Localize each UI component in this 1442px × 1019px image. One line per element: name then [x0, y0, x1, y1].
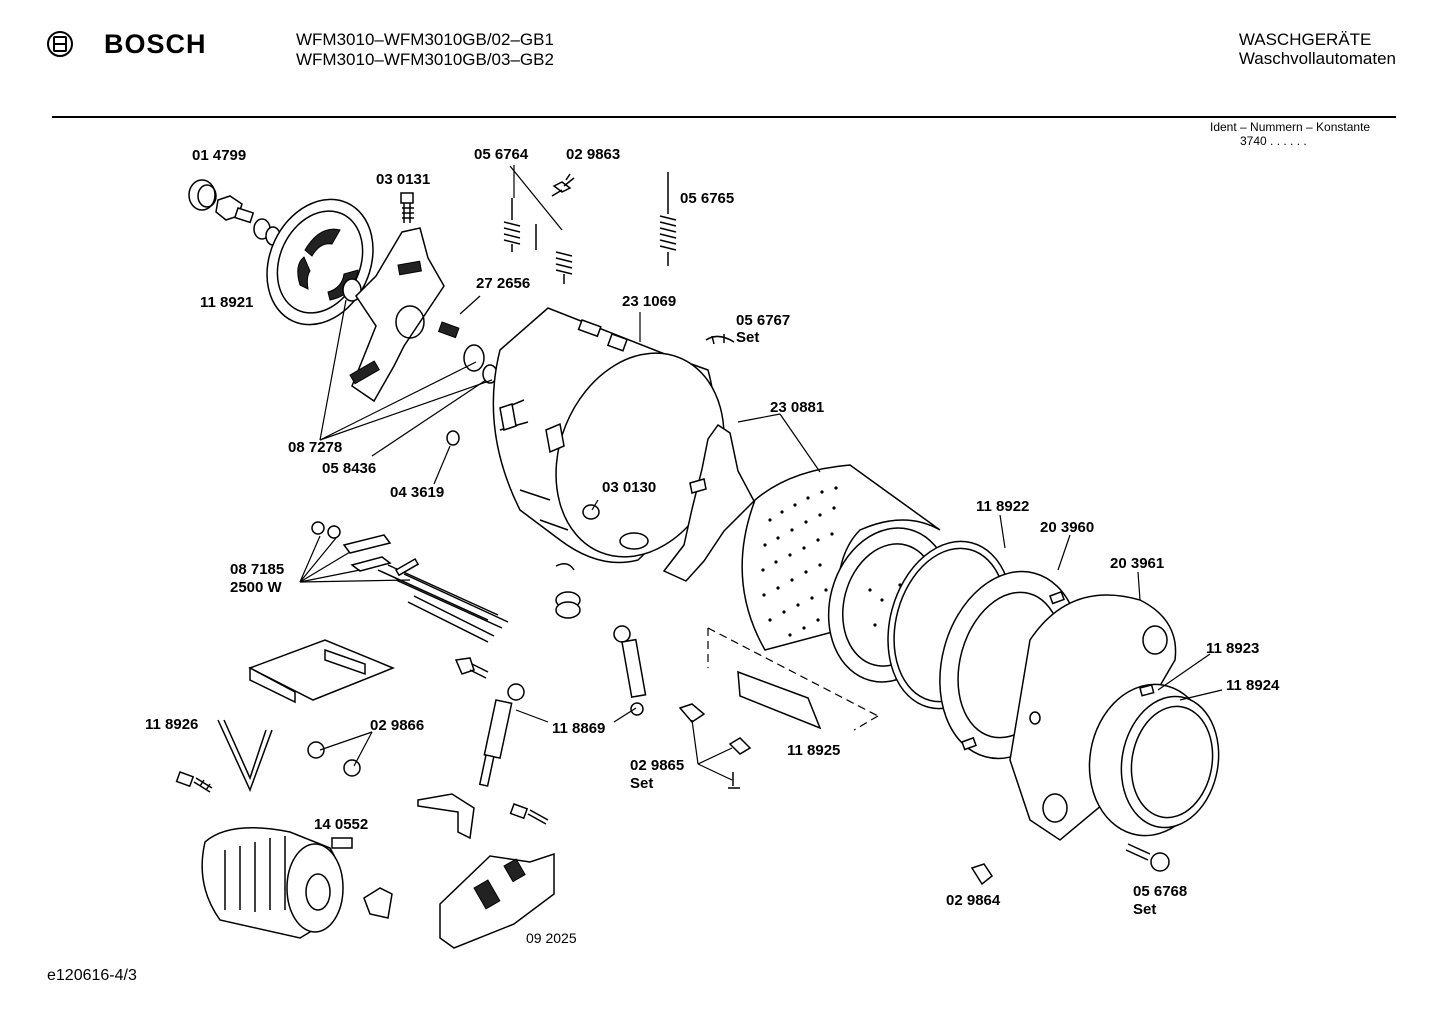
mounting-plate-part [248, 639, 395, 704]
ident-value: 3740 . . . . . . [1240, 134, 1307, 148]
model-line-1: WFM3010–WFM3010GB/02–GB1 [296, 30, 554, 49]
label-030130: 03 0130 [602, 479, 656, 496]
shaft-bearing-part [446, 344, 498, 446]
bolt-part [454, 657, 489, 679]
label-029865-set: Set [630, 775, 653, 792]
model-line-2: WFM3010–WFM3010GB/03–GB2 [296, 50, 554, 69]
leader-lines [299, 165, 1223, 781]
label-203961: 20 3961 [1110, 555, 1164, 572]
label-118922: 11 8922 [976, 498, 1029, 515]
tub-sealing-clip-part [705, 334, 735, 345]
bumper-stop-part [307, 741, 361, 777]
shock-absorber-part [478, 625, 647, 787]
label-056765: 05 6765 [680, 190, 734, 207]
part-labels: 01 4799 03 0131 05 6764 02 9863 05 6765 … [145, 146, 1280, 946]
category: WASCHGERÄTE Waschvollautomaten [1239, 30, 1396, 68]
category-line-2: Waschvollautomaten [1238, 49, 1396, 68]
spring-part-left [503, 198, 521, 252]
label-203960: 20 3960 [1040, 519, 1094, 536]
fixing-clip-part [678, 703, 752, 789]
label-056768: 05 6768 [1133, 883, 1187, 900]
angle-bracket-part [363, 793, 475, 919]
dispenser-cover-part [737, 670, 822, 730]
label-230881: 23 0881 [770, 399, 824, 416]
label-030131: 03 0131 [376, 171, 430, 188]
label-118926: 11 8926 [145, 716, 198, 733]
control-module-part [439, 852, 555, 949]
door-hinge-screw-part [1125, 843, 1170, 872]
screw-part-lower [175, 771, 213, 793]
dispenser-outline [707, 627, 879, 731]
label-231069: 23 1069 [622, 293, 676, 310]
label-140552: 14 0552 [314, 816, 368, 833]
label-056768-set: Set [1133, 901, 1156, 918]
document-id: e120616-4/3 [47, 967, 137, 984]
bosch-logo-icon [47, 31, 73, 57]
label-087278: 08 7278 [288, 439, 342, 456]
label-118924: 11 8924 [1226, 677, 1280, 694]
label-272656: 27 2656 [476, 275, 530, 292]
pulley-bolt-part [215, 195, 281, 246]
label-118921: 11 8921 [200, 294, 253, 311]
drum-pulley-part [266, 198, 374, 326]
label-058436: 05 8436 [322, 460, 376, 477]
label-118923: 11 8923 [1206, 640, 1259, 657]
label-118869: 11 8869 [552, 720, 605, 737]
label-056767: 05 6767 [736, 312, 790, 329]
header-divider [52, 116, 1396, 118]
spring-part-middle [535, 224, 573, 284]
category-line-1: WASCHGERÄTE [1238, 30, 1372, 49]
label-043619: 04 3619 [390, 484, 444, 501]
drum-spider-part [662, 423, 755, 582]
ident-block: Ident – Nummern – Konstante 3740 . . . .… [1210, 120, 1370, 148]
label-056764: 05 6764 [474, 146, 529, 163]
heater-part [311, 521, 509, 643]
outer-tub-part [492, 307, 725, 564]
label-087185: 08 7185 [230, 561, 284, 578]
label-029865: 02 9865 [630, 757, 684, 774]
motor-part [201, 827, 353, 939]
label-087185-watt: 2500 W [230, 579, 283, 596]
door-seal-part [1088, 683, 1220, 837]
label-029864: 02 9864 [946, 892, 1001, 909]
drive-belt-part [217, 719, 273, 792]
tub-spring-part [555, 563, 581, 619]
spring-clip-part [551, 173, 575, 197]
hose-clip-part [970, 863, 994, 886]
bolt-part-lower [509, 803, 549, 825]
model-numbers: WFM3010–WFM3010GB/02–GB1 WFM3010–WFM3010… [296, 30, 554, 70]
label-092025: 09 2025 [526, 930, 577, 946]
label-029866: 02 9866 [370, 717, 424, 734]
brand-name: BOSCH [104, 29, 207, 59]
bearing-bushing-part [188, 179, 217, 211]
ident-label: Ident – Nummern – Konstante [1210, 120, 1371, 134]
label-029863: 02 9863 [566, 146, 620, 163]
bearing-flange-part [349, 227, 460, 403]
label-014799: 01 4799 [192, 147, 246, 164]
screw-part [400, 192, 414, 223]
label-056767-set: Set [736, 329, 759, 346]
spring-part-right [659, 172, 677, 266]
label-118925: 11 8925 [787, 742, 840, 759]
drum-perforation-pattern [761, 486, 902, 637]
